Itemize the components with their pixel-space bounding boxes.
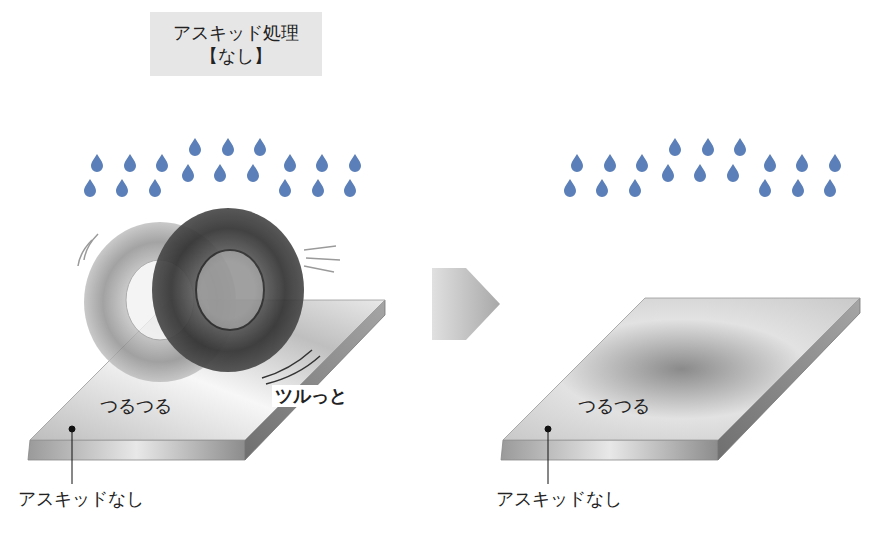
title-text: アスキッド処理 【なし】 [166,21,306,68]
label: アスキッドなし [496,488,622,510]
raindrops [564,138,841,197]
title-box: アスキッド処理 【なし】 [150,12,322,76]
plate [501,298,860,460]
flow-arrow [432,268,500,340]
label: アスキッドなし [18,488,144,510]
label: つるつる [578,395,650,417]
tire [152,208,304,372]
motion-lines [78,234,340,384]
label: つるつる [100,395,172,417]
label: ツルっと [272,385,350,407]
leader-line [69,426,551,484]
raindrops [84,138,361,197]
